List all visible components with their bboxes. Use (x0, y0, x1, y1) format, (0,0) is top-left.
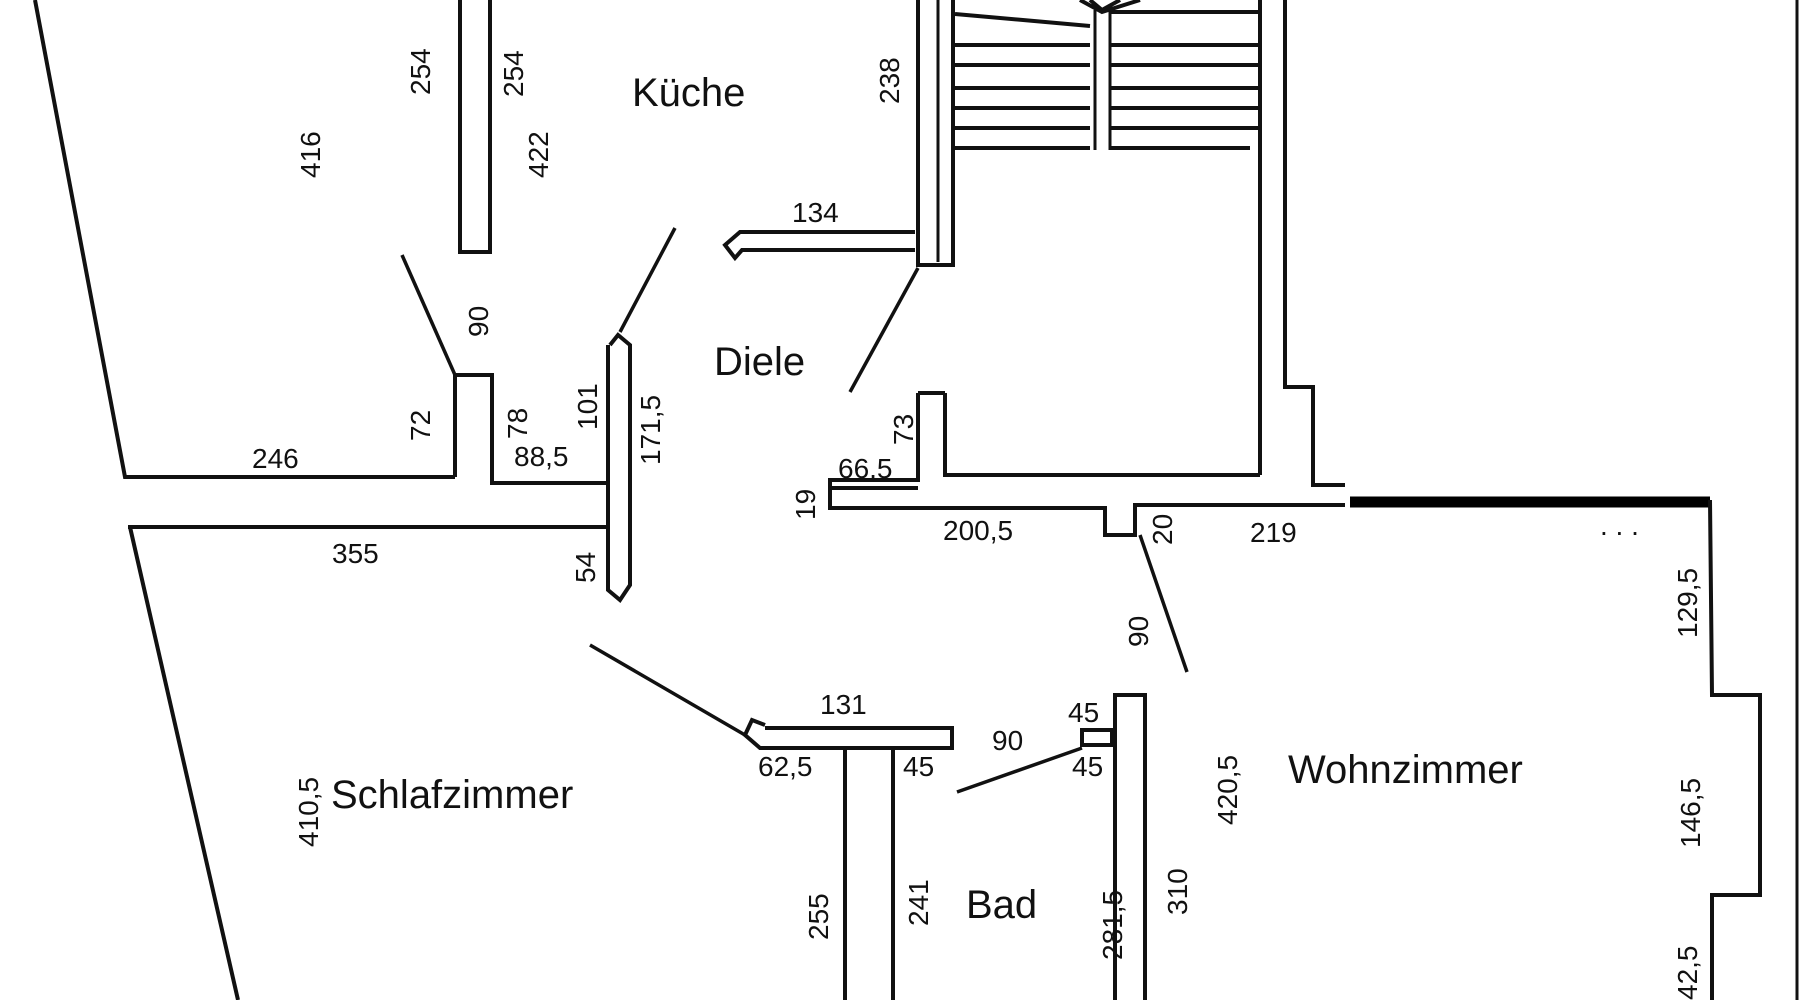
dim-62-5: 62,5 (758, 751, 813, 782)
dim-422: 422 (523, 131, 554, 178)
dim-42-5: 42,5 (1672, 946, 1703, 1000)
dim-254a: 254 (405, 48, 436, 95)
room-label-kueche: Küche (632, 71, 745, 115)
dim-73: 73 (888, 414, 919, 445)
dim-246: 246 (252, 443, 299, 474)
dim-254b: 254 (498, 50, 529, 97)
outer-wall-wohnzimmer (1708, 499, 1762, 1000)
wall-stair-pillar (916, 0, 955, 267)
wall-kueche-lower (453, 373, 608, 485)
dim-134: 134 (792, 197, 839, 228)
dim-310: 310 (1162, 868, 1193, 915)
ellipsis-mark: . . . (1600, 510, 1639, 541)
wall-bad-right (1113, 693, 1147, 1000)
dim-90a: 90 (463, 306, 494, 337)
dim-101: 101 (572, 383, 603, 430)
dim-241: 241 (903, 879, 934, 926)
wall-right-inner (1283, 0, 1345, 487)
door-swing-wohnzimmer (1138, 534, 1189, 673)
dim-45b: 45 (903, 751, 934, 782)
dim-45c: 45 (1072, 751, 1103, 782)
dim-200-5: 200,5 (943, 515, 1013, 546)
dim-281-5: 281,5 (1097, 890, 1128, 960)
dim-45a: 45 (1068, 697, 1099, 728)
dim-90c: 90 (992, 725, 1023, 756)
dim-20: 20 (1147, 514, 1178, 545)
wall-diele-bottom-2 (828, 391, 1345, 537)
door-swing-diele-a (618, 227, 677, 333)
dim-171-5: 171,5 (635, 395, 666, 465)
dim-416: 416 (295, 131, 326, 178)
wall-bad-right-stub (1080, 728, 1114, 747)
door-swing-diele-b (848, 267, 920, 393)
dim-54: 54 (570, 552, 601, 583)
dim-146-5: 146,5 (1675, 778, 1706, 848)
room-label-schlafzimmer: Schlafzimmer (331, 773, 573, 817)
dim-66-5: 66,5 (838, 453, 893, 484)
room-label-diele: Diele (714, 340, 805, 384)
dim-72: 72 (405, 410, 436, 441)
wall-kueche-pillar (458, 0, 492, 254)
dim-88-5: 88,5 (514, 441, 569, 472)
door-swing-kueche (400, 254, 457, 376)
outer-wall-schlafzimmer (128, 526, 240, 1000)
door-swing-schlafzimmer (589, 643, 746, 737)
dim-19: 19 (790, 489, 821, 520)
dim-219: 219 (1250, 517, 1297, 548)
wall-bad-top (742, 717, 954, 750)
dim-78: 78 (502, 408, 533, 439)
stair-steps (954, 0, 1258, 150)
dim-410-5: 410,5 (293, 777, 324, 847)
wall-diele-bottom (943, 393, 1260, 477)
room-label-wohnzimmer: Wohnzimmer (1288, 748, 1523, 792)
dim-355: 355 (332, 538, 379, 569)
outer-wall-kueche (33, 0, 455, 479)
wall-134 (722, 230, 915, 262)
dim-129-5: 129,5 (1672, 568, 1703, 638)
dim-131: 131 (820, 689, 867, 720)
dim-420-5: 420,5 (1212, 755, 1243, 825)
dim-238: 238 (874, 57, 905, 104)
dim-255: 255 (803, 893, 834, 940)
door-swing-bad (956, 746, 1083, 794)
room-label-bad: Bad (966, 883, 1037, 927)
dim-90b: 90 (1123, 616, 1154, 647)
wall-diele-partition (606, 332, 632, 603)
